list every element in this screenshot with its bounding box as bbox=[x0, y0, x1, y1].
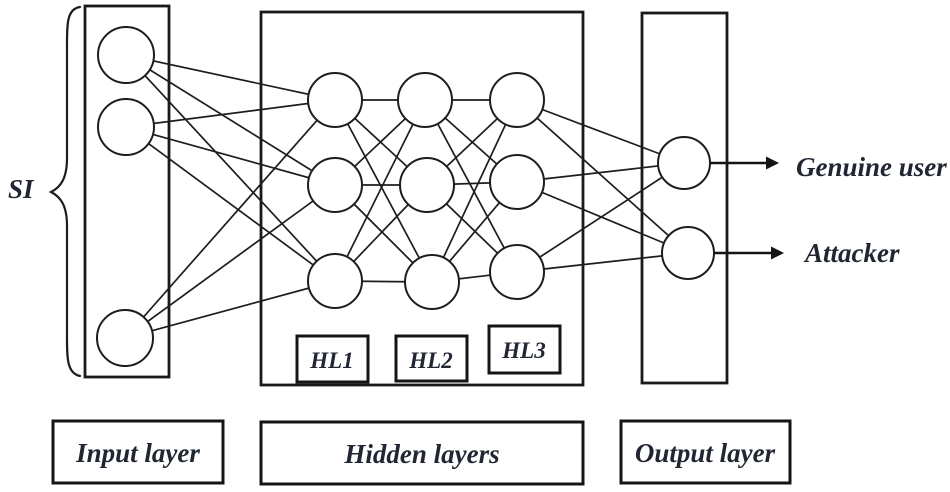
connection-input-to-hidden1 bbox=[125, 54, 336, 282]
hidden1-node-3 bbox=[307, 253, 363, 309]
input-layer-box bbox=[83, 4, 171, 379]
connection-input-to-hidden1 bbox=[125, 54, 336, 101]
hidden-layers-box bbox=[259, 10, 585, 387]
network-nodes-and-connections bbox=[96, 26, 715, 367]
si-label: SI bbox=[8, 174, 35, 204]
hl3-tag-box bbox=[487, 324, 562, 375]
hl2-tag-label: HL2 bbox=[408, 348, 452, 373]
hidden3-node-3 bbox=[489, 244, 545, 300]
hl1-tag-box bbox=[295, 334, 370, 384]
output-layer-caption-box bbox=[619, 419, 792, 485]
connection-input-to-hidden1 bbox=[124, 184, 336, 339]
attacker-label: Attacker bbox=[803, 238, 900, 268]
connection-input-to-hidden1 bbox=[125, 54, 336, 186]
hidden1-node-2 bbox=[307, 157, 363, 213]
connection-input-to-hidden1 bbox=[125, 99, 336, 128]
hidden2-node-1 bbox=[397, 72, 453, 128]
hidden2-node-2 bbox=[399, 157, 455, 213]
si-brace bbox=[48, 5, 82, 378]
connection-input-to-hidden1 bbox=[124, 280, 336, 339]
connection-hidden3-to-output bbox=[516, 162, 685, 183]
genuine-user-arrowhead bbox=[766, 156, 779, 170]
connection-hidden3-to-output bbox=[516, 99, 685, 164]
genuine-user-label: Genuine user bbox=[796, 152, 947, 182]
output-node-1 bbox=[657, 136, 711, 190]
hidden-layers-caption-box bbox=[259, 420, 585, 486]
connection-input-to-hidden1 bbox=[125, 126, 336, 186]
hidden1-node-1 bbox=[307, 72, 363, 128]
connection-input-to-hidden1 bbox=[125, 126, 336, 282]
hidden-layers-caption: Hidden layers bbox=[343, 439, 499, 469]
connection-input-to-hidden1 bbox=[124, 99, 336, 339]
connection-hidden1-to-hidden2 bbox=[334, 99, 433, 283]
output-node-2 bbox=[661, 226, 715, 280]
connection-hidden2-to-hidden3 bbox=[424, 99, 518, 273]
hl3-tag-label: HL3 bbox=[501, 338, 545, 363]
input-node-2 bbox=[97, 98, 155, 156]
output-layer-box bbox=[640, 11, 729, 385]
input-layer-caption-box bbox=[51, 419, 225, 485]
connection-hidden3-to-output bbox=[516, 99, 689, 254]
hl2-tag-box bbox=[394, 334, 469, 383]
connection-hidden3-to-output bbox=[516, 162, 685, 273]
connection-hidden1-to-hidden2 bbox=[334, 99, 426, 282]
output-layer-caption: Output layer bbox=[635, 438, 776, 468]
connection-hidden3-to-output bbox=[516, 181, 689, 254]
hidden3-node-1 bbox=[489, 72, 545, 128]
connection-hidden3-to-output bbox=[516, 252, 689, 273]
input-layer-caption: Input layer bbox=[75, 438, 200, 468]
hidden2-node-3 bbox=[404, 254, 460, 310]
connection-hidden2-to-hidden3 bbox=[431, 99, 518, 283]
input-node-1 bbox=[97, 26, 155, 84]
hidden3-node-2 bbox=[489, 154, 545, 210]
input-node-3 bbox=[96, 309, 154, 367]
attacker-arrowhead bbox=[771, 246, 784, 260]
hl1-tag-label: HL1 bbox=[309, 348, 353, 373]
